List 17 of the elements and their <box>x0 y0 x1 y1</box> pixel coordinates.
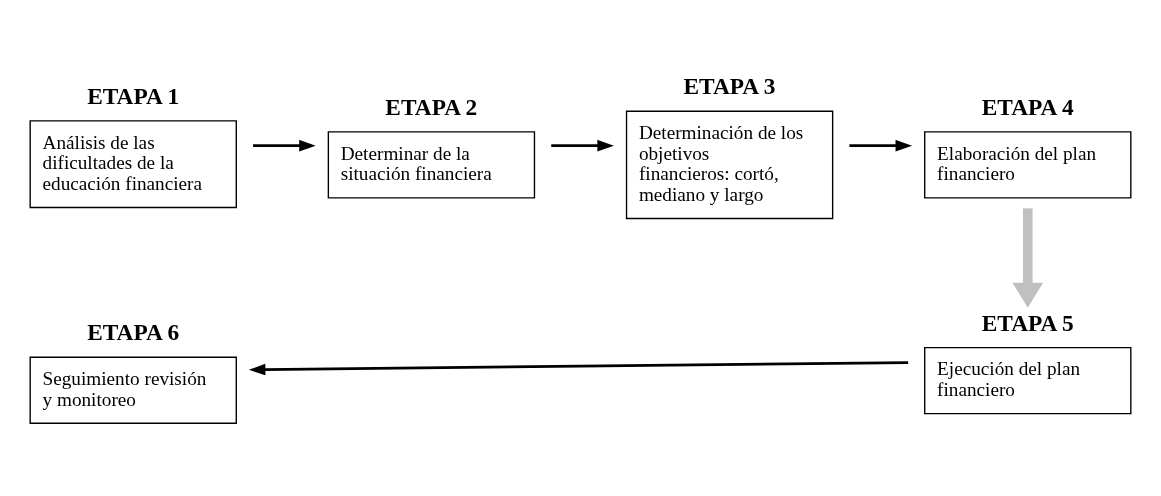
node-box: Seguimiento revisión y monitoreo <box>29 356 237 424</box>
arrow <box>551 139 614 152</box>
node-label: ETAPA 4 <box>981 93 1074 120</box>
node-label: ETAPA 2 <box>385 93 478 120</box>
arrow <box>1012 208 1044 308</box>
node-box: Ejecución del plan financiero <box>924 346 1132 415</box>
arrow <box>253 139 316 152</box>
arrow <box>849 139 913 152</box>
node-label: ETAPA 5 <box>981 309 1074 336</box>
node-label: ETAPA 3 <box>683 73 776 100</box>
node-box: Elaboración del plan financiero <box>924 131 1132 199</box>
node-label: ETAPA 6 <box>87 319 180 346</box>
node-box: Determinación de los objetivos financieros: cortó, mediano y largo <box>625 110 834 220</box>
node-box: Análisis de las dificultades de la educación financiera <box>29 120 237 209</box>
node-label: ETAPA 1 <box>87 82 180 109</box>
arrow <box>248 361 909 376</box>
node-box: Determinar de la situación financiera <box>327 131 536 199</box>
